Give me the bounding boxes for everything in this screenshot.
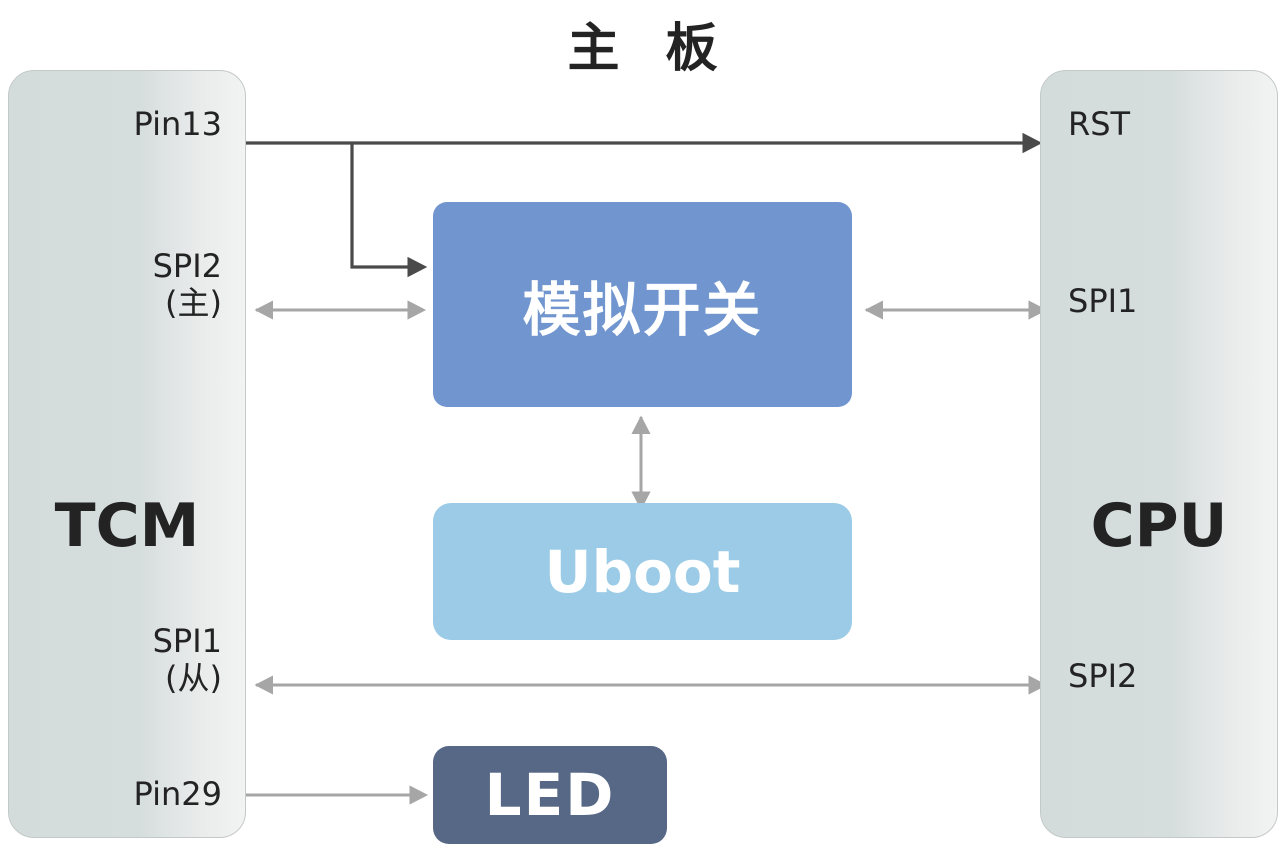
tcm-chip-title: TCM: [54, 491, 200, 561]
tcm-chip[interactable]: TCM: [8, 70, 246, 838]
connector-pin13-to-switch: [350, 144, 428, 278]
cpu-chip[interactable]: CPU: [1040, 70, 1278, 838]
cpu-pin-rst: RST: [1068, 105, 1131, 143]
analog-switch-block[interactable]: 模拟开关: [433, 202, 852, 407]
uboot-label: Uboot: [544, 537, 741, 606]
diagram-title: 主 板: [567, 19, 732, 79]
led-label: LED: [484, 761, 616, 829]
cpu-chip-title: CPU: [1090, 491, 1228, 561]
tcm-pin-spi1: SPI1 (从): [152, 622, 222, 697]
tcm-pin-pin13: Pin13: [133, 105, 222, 143]
cpu-pin-spi2: SPI2: [1068, 657, 1138, 695]
uboot-block[interactable]: Uboot: [433, 503, 852, 640]
tcm-pin-pin29: Pin29: [133, 775, 222, 813]
cpu-pin-spi1: SPI1: [1068, 282, 1138, 320]
analog-switch-label: 模拟开关: [522, 275, 763, 344]
led-block[interactable]: LED: [433, 746, 667, 844]
tcm-pin-spi2: SPI2 (主): [152, 247, 222, 322]
